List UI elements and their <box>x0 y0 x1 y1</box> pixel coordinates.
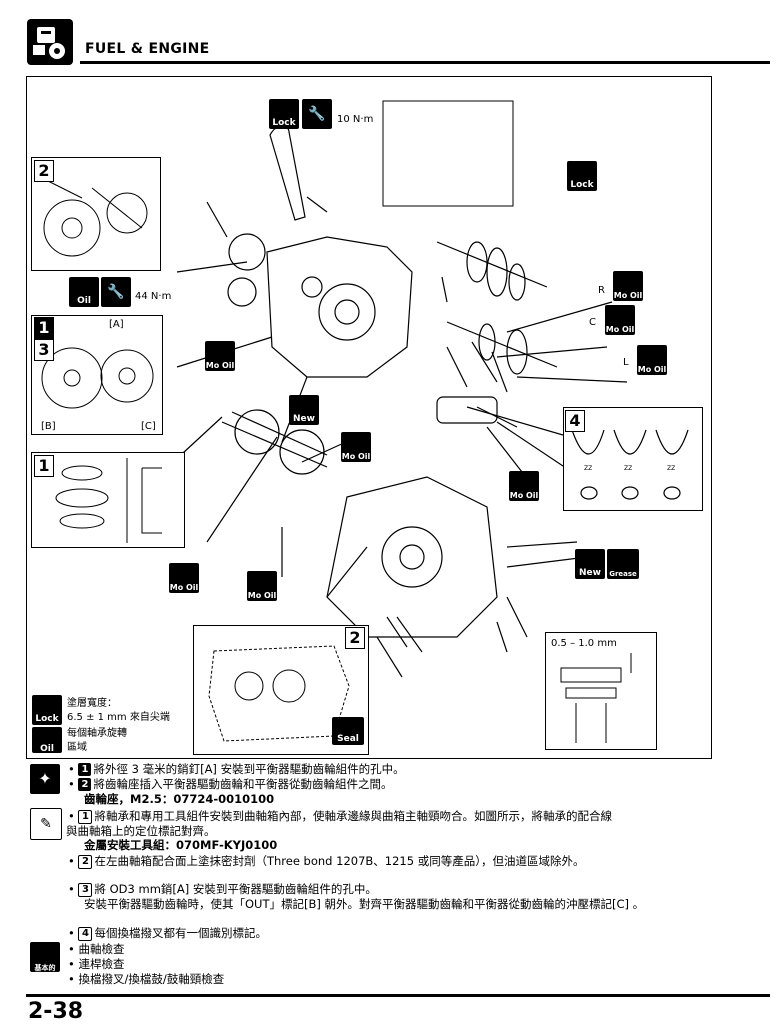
torque-wrench-icon-left: 🔧 <box>101 277 131 307</box>
mo-oil-symbol-c: Mo Oil <box>605 305 635 335</box>
mo-oil-symbol-drum: Mo Oil <box>509 471 539 501</box>
callout-2-sealant: 2 <box>345 627 365 649</box>
footer-rule <box>26 994 770 997</box>
engine-section-icon <box>27 19 73 65</box>
lock-symbol-top: Lock <box>269 99 299 129</box>
mo-oil-symbol-4: Mo Oil <box>247 571 277 601</box>
note-2-tool: 齒輪座，M2.5：07724-0010100 <box>84 792 275 806</box>
note-3-tool: 金屬安裝工具組：070MF-KYJ0100 <box>84 838 278 852</box>
mo-oil-symbol-r: Mo Oil <box>613 271 643 301</box>
label-b: [B] <box>41 421 56 432</box>
note-5-cont: 安裝平衡器驅動齒輪時，使其「OUT」標記[B] 朝外。對齊平衡器驅動齒輪和平衡器… <box>84 897 645 911</box>
fork-r-label: R <box>598 285 605 296</box>
lock-legend-symbol: Lock <box>32 695 62 725</box>
section-title: FUEL & ENGINE <box>85 41 210 57</box>
torque-top-label: 10 N·m <box>337 114 374 125</box>
label-a: [A] <box>109 319 124 330</box>
torque-left-label: 44 N·m <box>135 291 172 302</box>
mo-oil-symbol-2: Mo Oil <box>341 432 371 462</box>
callout-3-balancer: 3 <box>34 339 54 361</box>
callout-4-forks: 4 <box>565 410 585 432</box>
mo-oil-symbol-3: Mo Oil <box>169 563 199 593</box>
seal-symbol: Seal <box>332 717 364 745</box>
installation-icon: ✎ <box>30 808 62 840</box>
svg-text:ZZ: ZZ <box>624 465 632 472</box>
page-number: 2-38 <box>28 999 84 1024</box>
oil-legend-text: 每個軸承旋轉 區域 <box>67 728 127 753</box>
inset-gap-spec <box>545 632 657 750</box>
fork-c-label: C <box>589 317 596 328</box>
svg-text:ZZ: ZZ <box>584 465 592 472</box>
ref-item-connecting-rod[interactable]: • 連桿檢查 <box>68 957 125 971</box>
label-c: [C] <box>141 421 156 432</box>
gap-spec-label: 0.5 – 1.0 mm <box>551 638 617 649</box>
svg-text:ZZ: ZZ <box>667 465 675 472</box>
new-symbol-2: New <box>575 549 605 579</box>
callout-1-balancer: 1 <box>34 317 54 339</box>
lock-symbol-right: Lock <box>567 161 597 191</box>
inset-bearing-tool <box>31 452 185 548</box>
fork-l-label: L <box>623 357 629 368</box>
oil-legend-symbol: Oil <box>32 727 62 754</box>
ref-item-crankshaft[interactable]: • 曲軸檢查 <box>68 942 125 956</box>
assembly-tip-icon: ✦ <box>30 764 60 794</box>
inset-shift-forks: ZZ ZZ ZZ <box>563 407 703 511</box>
engine-exploded-illustration <box>156 100 628 678</box>
inset-sealant-area <box>193 625 369 755</box>
new-symbol-1: New <box>289 395 319 425</box>
note-3-cont: 與曲軸箱上的定位標記對齊。 <box>66 824 216 838</box>
exploded-diagram: 2 1 3 [A] [B] [C] 1 ZZ ZZ <box>26 76 712 759</box>
header-rule <box>80 61 770 64</box>
oil-symbol-left: Oil <box>69 277 99 307</box>
torque-wrench-icon-top: 🔧 <box>302 99 332 129</box>
mo-oil-symbol-l: Mo Oil <box>637 345 667 375</box>
grease-symbol: Grease <box>607 549 639 579</box>
mo-oil-symbol-1: Mo Oil <box>205 341 235 371</box>
callout-2-topleft: 2 <box>34 160 54 182</box>
lock-legend-text: 塗層寬度： 6.5 ± 1 mm 來自尖端 <box>67 698 170 723</box>
reference-book-icon: 基本的 <box>30 942 60 972</box>
callout-1-bearing: 1 <box>34 455 54 477</box>
ref-item-shift-fork[interactable]: • 換檔撥叉/換檔鼓/鼓軸頸檢查 <box>68 972 225 986</box>
